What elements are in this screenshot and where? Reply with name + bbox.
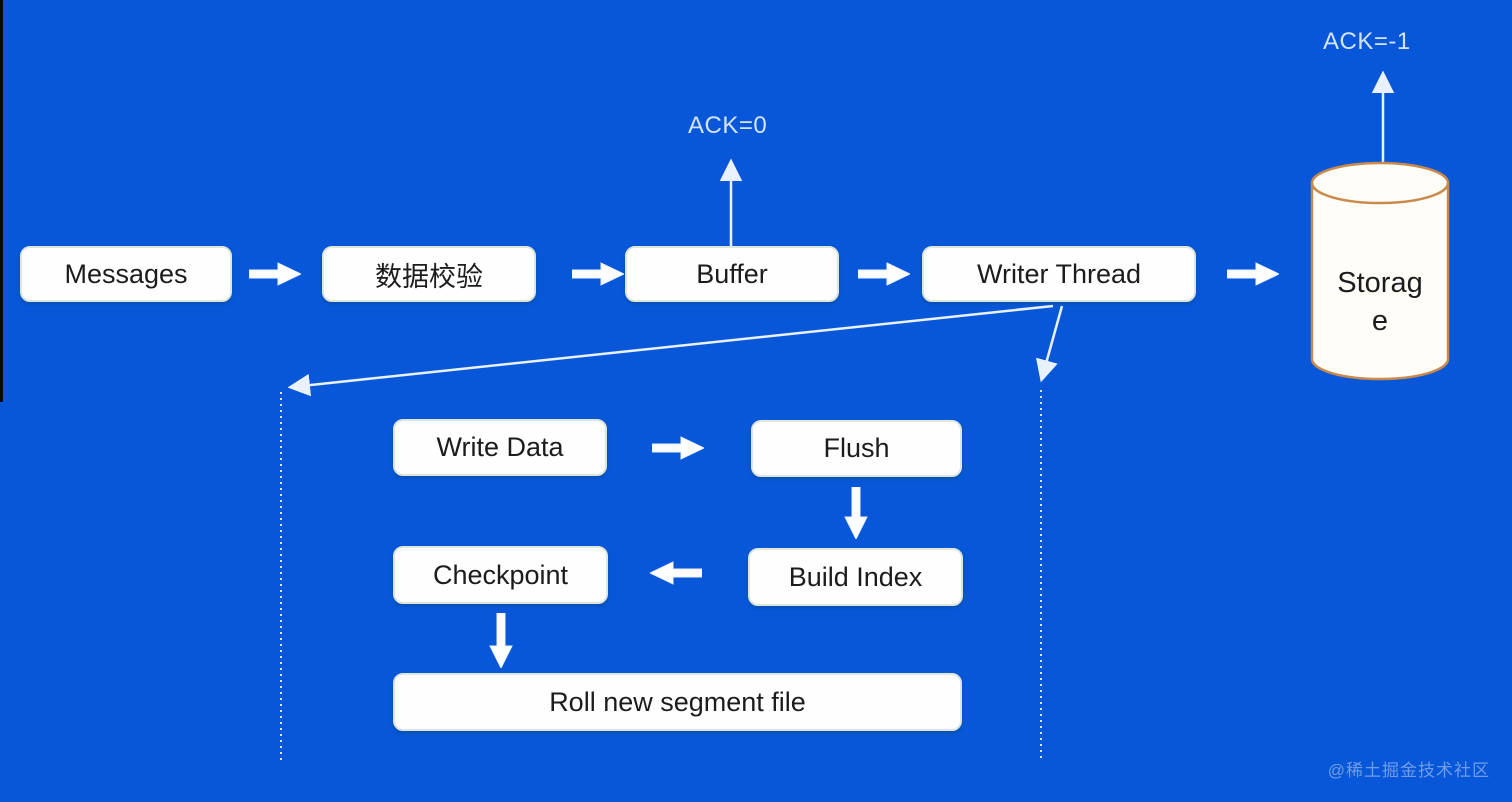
arrow-validation-to-buffer bbox=[572, 262, 624, 286]
cylinder-shape bbox=[1310, 161, 1450, 381]
arrow-checkpoint-to-roll-segment bbox=[489, 613, 513, 668]
node-build-index-label: Build Index bbox=[788, 561, 923, 592]
node-writer-thread: Writer Thread bbox=[922, 246, 1196, 302]
arrow-write-data-to-flush bbox=[652, 436, 704, 460]
node-buffer: Buffer bbox=[625, 246, 839, 302]
arrow-buffer-to-writer-thread bbox=[858, 262, 910, 286]
node-flush-label: Flush bbox=[823, 433, 890, 463]
node-writer-thread-label: Writer Thread bbox=[976, 258, 1142, 289]
ack-neg1-label: ACK=-1 bbox=[1323, 28, 1411, 55]
writer-thread-left-diagonal bbox=[287, 304, 1054, 397]
node-roll-segment: Roll new segment file bbox=[393, 673, 962, 731]
video-edge-strip bbox=[0, 0, 3, 402]
node-flush: Flush bbox=[751, 420, 962, 477]
arrow-flush-to-build-index bbox=[844, 487, 868, 539]
node-write-data-label: Write Data bbox=[436, 432, 564, 462]
storage-cylinder: Storage bbox=[1310, 160, 1450, 382]
node-checkpoint: Checkpoint bbox=[393, 546, 608, 604]
node-checkpoint-label: Checkpoint bbox=[432, 559, 569, 590]
watermark: @稀土掘金技术社区 bbox=[1327, 761, 1490, 780]
node-data-validation-label: 数据校验 bbox=[375, 261, 483, 292]
node-data-validation: 数据校验 bbox=[322, 246, 536, 302]
node-messages: Messages bbox=[20, 246, 232, 302]
ack0-label: ACK=0 bbox=[688, 112, 768, 139]
arrow-writer-thread-to-storage bbox=[1227, 262, 1279, 286]
node-storage-label: Storage bbox=[1337, 267, 1423, 337]
node-buffer-label: Buffer bbox=[696, 258, 768, 289]
writer-thread-right-diagonal bbox=[1035, 305, 1064, 383]
arrow-build-index-to-checkpoint bbox=[650, 561, 702, 585]
node-messages-label: Messages bbox=[64, 258, 188, 289]
node-write-data: Write Data bbox=[393, 419, 607, 476]
node-build-index: Build Index bbox=[748, 548, 963, 606]
arrow-messages-to-validation bbox=[249, 262, 301, 286]
node-roll-segment-label: Roll new segment file bbox=[549, 686, 806, 717]
